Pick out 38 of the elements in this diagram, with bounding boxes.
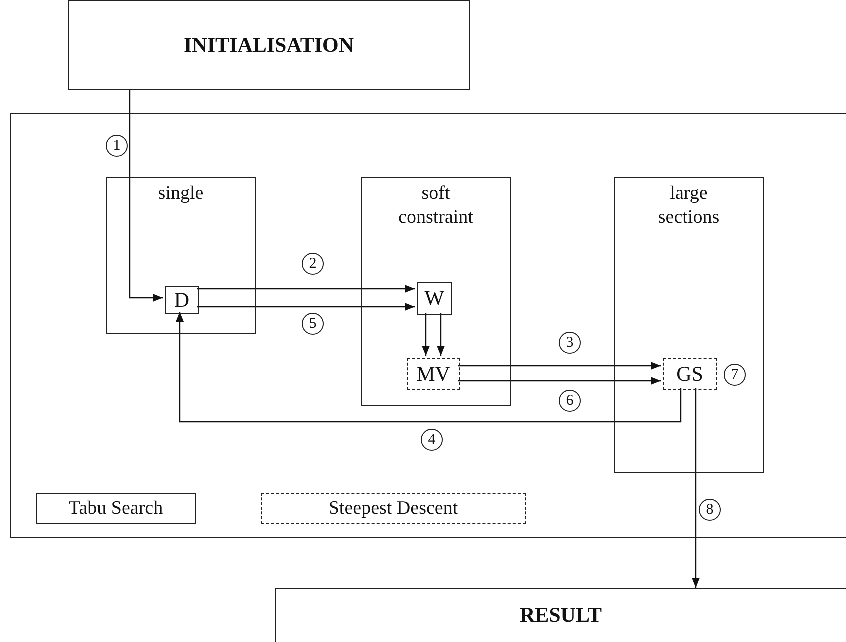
process-box: [68, 0, 470, 90]
node-label: GS: [676, 360, 704, 388]
node-label: MV: [416, 360, 450, 388]
arrow: [458, 362, 661, 370]
callout-number: 7: [724, 364, 746, 386]
legend-box: [36, 493, 196, 524]
edge-label: 3: [559, 332, 581, 354]
arrow: [692, 388, 700, 588]
node-label: W: [424, 285, 444, 312]
edge-label: 2: [302, 253, 324, 275]
group-box: [361, 177, 511, 406]
edge-label: 4: [421, 429, 443, 451]
edge-label: 8: [699, 499, 721, 521]
group-box: [614, 177, 764, 473]
process-box: [417, 282, 452, 315]
node-label: INITIALISATION: [184, 32, 354, 58]
legend-box: [261, 493, 526, 524]
edge-label: 1: [106, 135, 128, 157]
arrow: [437, 313, 445, 356]
arrow: [176, 312, 682, 423]
node-label: Steepest Descent: [328, 496, 458, 520]
arrow: [458, 377, 661, 385]
process-box: [407, 358, 460, 390]
node-label: single: [158, 182, 204, 206]
node-label: D: [174, 286, 190, 314]
node-label: RESULT: [520, 602, 602, 629]
arrow: [129, 90, 163, 302]
node-label: Tabu Search: [68, 496, 164, 520]
group-box: [106, 177, 256, 334]
node-label: large sections: [657, 182, 721, 230]
process-box: [275, 588, 846, 642]
arrow: [197, 285, 415, 293]
edge-label: 6: [559, 390, 581, 412]
arrow: [197, 303, 415, 311]
arrow: [422, 313, 430, 356]
edge-label: 5: [302, 313, 324, 335]
node-label: soft constraint: [398, 182, 474, 230]
process-box: [165, 286, 199, 314]
